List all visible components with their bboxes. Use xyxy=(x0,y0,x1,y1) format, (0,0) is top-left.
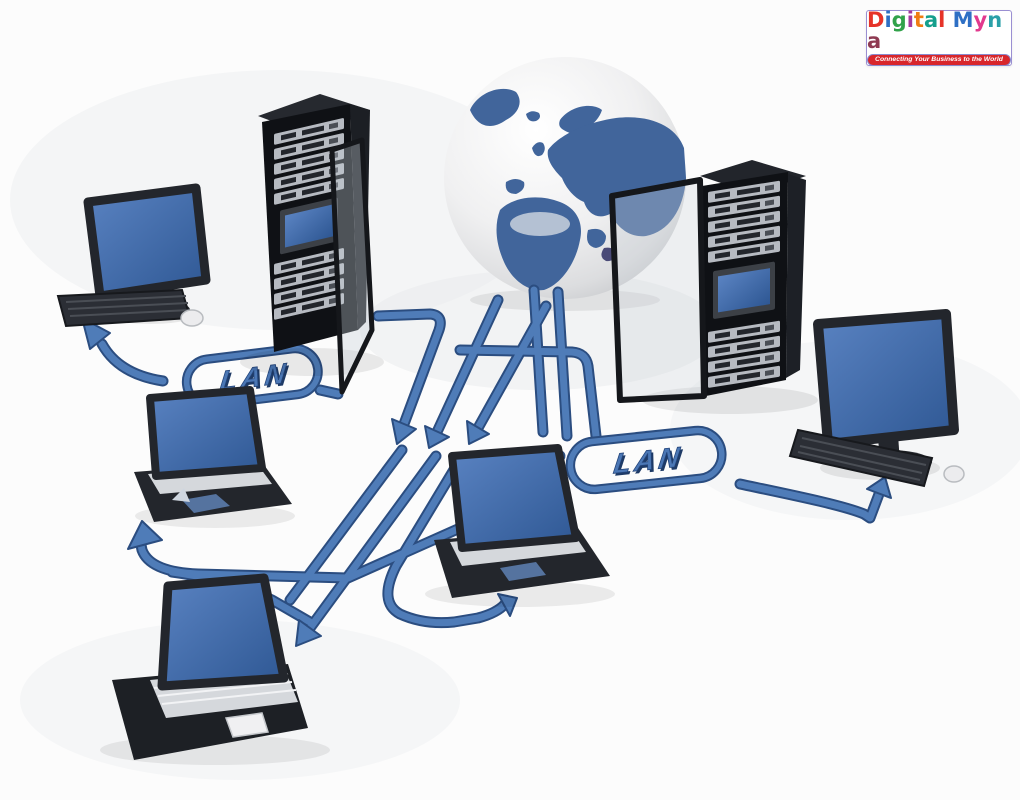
logo-letter: M xyxy=(952,8,974,32)
digital-myna-logo: Digital Myna Connecting Your Business to… xyxy=(866,10,1012,66)
logo-letter: g xyxy=(891,8,907,32)
laptop-center-touchpad xyxy=(500,562,546,581)
laptop-left-logo-mark xyxy=(172,488,190,502)
server-door-right-glass xyxy=(612,180,704,400)
logo-letter: a xyxy=(923,8,939,32)
logo-title: Digital Myna xyxy=(867,10,1011,52)
globe xyxy=(444,57,686,311)
logo-letter: i xyxy=(884,8,892,32)
desktop-left xyxy=(56,183,211,328)
monitor-right-screen xyxy=(813,309,959,449)
arrow-to-left-desktop xyxy=(81,317,111,350)
server-door-left-glass xyxy=(332,140,372,392)
laptop-left-screen xyxy=(146,386,266,480)
arrow-to-right-desktop xyxy=(866,476,892,499)
monitor-left-screen xyxy=(83,183,211,301)
server-door-left-frame xyxy=(329,137,375,395)
logo-letter xyxy=(945,10,952,31)
laptop-center xyxy=(425,444,615,607)
logo-tagline: Connecting Your Business to the World xyxy=(867,54,1011,66)
laptop-bottom-touchpad xyxy=(224,712,269,738)
server-door-right-frame xyxy=(609,177,707,403)
globe-shadow xyxy=(470,289,660,311)
lan-label-right: LAN LAN xyxy=(565,425,727,495)
laptop-bottom-screen xyxy=(157,573,289,691)
logo-letter: a xyxy=(867,29,882,53)
arrow-to-left-laptop xyxy=(127,520,163,550)
logo-letter: y xyxy=(973,8,988,32)
logo-letter: t xyxy=(913,8,924,32)
server-screen-right xyxy=(718,268,770,313)
laptop-left-touchpad xyxy=(182,494,230,513)
lan-right-text: LAN xyxy=(612,441,686,480)
arrow-down-2 xyxy=(424,425,450,449)
server-rack-left xyxy=(240,94,384,395)
logo-letter: l xyxy=(938,8,946,32)
laptop-bottom xyxy=(100,573,330,765)
pipe-arrowheads xyxy=(81,317,892,647)
server-rack-right xyxy=(609,160,818,414)
logo-letter: i xyxy=(906,8,914,32)
laptop-center-screen xyxy=(448,444,580,552)
server-screen-left xyxy=(285,204,333,248)
globe-desert-band xyxy=(510,212,570,236)
lan-right-text-shadow: LAN xyxy=(614,443,688,482)
arrow-to-center-laptop xyxy=(497,593,518,617)
arrow-to-bottom-laptop xyxy=(295,619,322,647)
arrow-down-1 xyxy=(391,418,417,445)
server-bays-left xyxy=(274,117,344,320)
arrow-down-3 xyxy=(466,420,490,445)
mouse-left xyxy=(180,309,204,327)
laptop-left xyxy=(134,386,295,528)
desktop-right xyxy=(788,309,965,488)
network-pipes: LAN LAN LAN LAN xyxy=(81,290,892,647)
mouse-right xyxy=(943,465,965,483)
logo-letter: n xyxy=(987,8,1003,32)
logo-letter: D xyxy=(867,8,885,32)
server-bays-right xyxy=(708,180,780,388)
lan-label-left: LAN LAN xyxy=(181,343,323,410)
